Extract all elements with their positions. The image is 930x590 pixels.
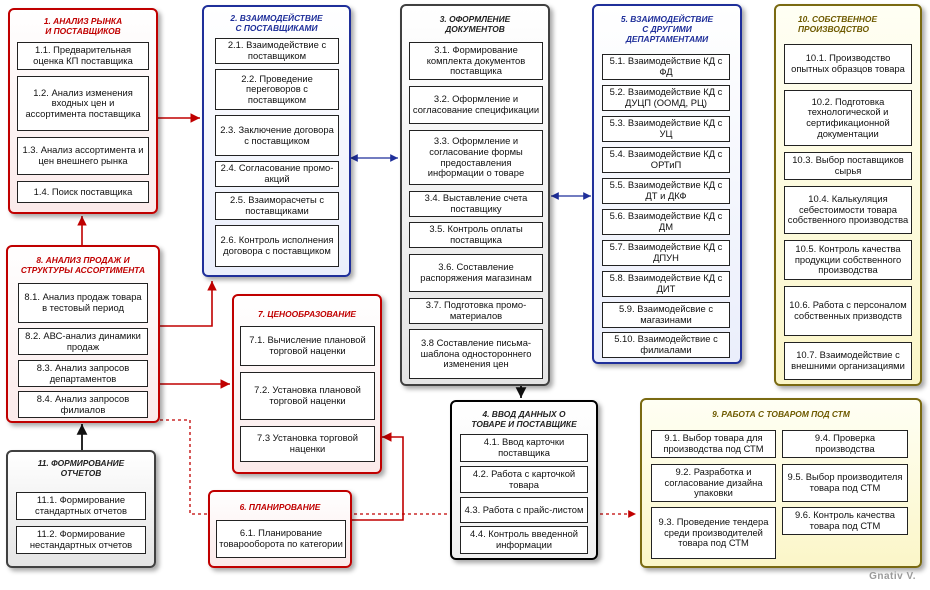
group-title: 11. ФОРМИРОВАНИЕ ОТЧЕТОВ <box>37 458 125 478</box>
step-5-6: 5.6. Взаимодействие КД с ДМ <box>602 209 730 235</box>
step-2-6: 2.6. Контроль исполнения договора с пост… <box>215 225 339 267</box>
group-5-departments: 5. ВЗАИМОДЕЙСТВИЕ С ДРУГИМИ ДЕПАРТАМЕНТА… <box>592 4 742 364</box>
group-7-pricing: 7. ЦЕНООБРАЗОВАНИЕ 7.1. Вычисление плано… <box>232 294 382 474</box>
step-5-8: 5.8. Взаимодействие КД с ДИТ <box>602 271 730 297</box>
step-3-3: 3.3. Оформление и согласование формы пре… <box>409 130 543 185</box>
group-6-planning: 6. ПЛАНИРОВАНИЕ 6.1. Планирование товаро… <box>208 490 352 568</box>
step-4-1: 4.1. Ввод карточки поставщика <box>460 434 588 462</box>
group-title: 4. ВВОД ДАННЫХ О ТОВАРЕ И ПОСТАВЩИКЕ <box>471 409 577 429</box>
step-2-1: 2.1. Взаимодействие с поставщиком <box>215 38 339 64</box>
step-5-10: 5.10. Взаимодействие с филиалами <box>602 332 730 358</box>
group-title: 1. АНАЛИЗ РЫНКА И ПОСТАВЩИКОВ <box>43 16 123 36</box>
group-title: 3. ОФОРМЛЕНИЕ ДОКУМЕНТОВ <box>439 14 511 34</box>
step-9-1: 9.1. Выбор товара для производства под С… <box>651 430 776 458</box>
group-3-documents: 3. ОФОРМЛЕНИЕ ДОКУМЕНТОВ 3.1. Формирован… <box>400 4 550 386</box>
step-7-2: 7.2. Установка плановой торговой наценки <box>240 372 375 420</box>
group-11-reports: 11. ФОРМИРОВАНИЕ ОТЧЕТОВ 11.1. Формирова… <box>6 450 156 568</box>
group-title: 6. ПЛАНИРОВАНИЕ <box>239 502 321 512</box>
step-2-2: 2.2. Проведение переговоров с поставщико… <box>215 69 339 110</box>
step-9-2: 9.2. Разработка и согласование дизайна у… <box>651 464 776 502</box>
step-10-2: 10.2. Подготовка технологической и серти… <box>784 90 912 146</box>
group-10-own-production: 10. СОБСТВЕННОЕ ПРОИЗВОДСТВО 10.1. Произ… <box>774 4 922 386</box>
step-9-6: 9.6. Контроль качества товара под СТМ <box>782 507 908 535</box>
step-8-2: 8.2. АВС-анализ динамики продаж <box>18 328 148 355</box>
arrow-8-to-9 <box>160 419 636 518</box>
step-3-4: 3.4. Выставление счета поставщику <box>409 191 543 217</box>
step-5-3: 5.3. Взаимодействие КД с УЦ <box>602 116 730 142</box>
step-3-1: 3.1. Формирование комплекта документов п… <box>409 42 543 80</box>
step-4-4: 4.4. Контроль введенной информации <box>460 526 588 554</box>
step-5-7: 5.7. Взаимодействие КД с ДПУН <box>602 240 730 266</box>
group-title: 9. РАБОТА С ТОВАРОМ ПОД СТМ <box>712 409 850 419</box>
group-title: 7. ЦЕНООБРАЗОВАНИЕ <box>258 309 356 319</box>
group-title: 2. ВЗАИМОДЕЙСТВИЕ С ПОСТАВЩИКАМИ <box>230 13 323 33</box>
step-4-2: 4.2. Работа с карточкой товара <box>460 466 588 493</box>
group-title: 8. АНАЛИЗ ПРОДАЖ И СТРУКТУРЫ АССОРТИМЕНТ… <box>20 255 146 275</box>
step-2-5: 2.5. Взаиморасчеты с поставщиками <box>215 192 339 220</box>
step-8-1: 8.1. Анализ продаж товара в тестовый пер… <box>18 283 148 323</box>
step-5-2: 5.2. Взаимодействие КД с ДУЦП (ООМД, РЦ) <box>602 85 730 111</box>
step-1-1: 1.1. Предварительная оценка КП поставщик… <box>17 42 149 70</box>
step-5-9: 5.9. Взаимодейсвие с магазинами <box>602 302 730 328</box>
step-3-2: 3.2. Оформление и согласование специфика… <box>409 86 543 124</box>
step-7-3: 7.3 Установка торговой наценки <box>240 426 375 462</box>
step-8-4: 8.4. Анализ запросов филиалов <box>18 391 148 418</box>
step-3-5: 3.5. Контроль оплаты поставщика <box>409 222 543 248</box>
group-title: 5. ВЗАИМОДЕЙСТВИЕ С ДРУГИМИ ДЕПАРТАМЕНТА… <box>620 14 714 44</box>
step-3-6: 3.6. Составление распоряжения магазинам <box>409 254 543 292</box>
step-10-3: 10.3. Выбор поставщиков сырья <box>784 152 912 180</box>
step-1-2: 1.2. Анализ изменения входных цен и ассо… <box>17 76 149 131</box>
step-8-3: 8.3. Анализ запросов департаментов <box>18 360 148 387</box>
step-10-1: 10.1. Производство опытных образцов това… <box>784 44 912 84</box>
step-9-3: 9.3. Проведение тендера среди производит… <box>651 507 776 559</box>
step-10-5: 10.5. Контроль качества продукции собств… <box>784 240 912 280</box>
step-11-1: 11.1. Формирование стандартных отчетов <box>16 492 146 520</box>
step-11-2: 11.2. Формирование нестандартных отчетов <box>16 526 146 554</box>
step-5-4: 5.4. Взаимодействие КД с ОРТиП <box>602 147 730 173</box>
step-2-4: 2.4. Согласование промо-акций <box>215 161 339 187</box>
step-3-8: 3.8 Составление письма-шаблона односторо… <box>409 329 543 379</box>
group-4-data-entry: 4. ВВОД ДАННЫХ О ТОВАРЕ И ПОСТАВЩИКЕ 4.1… <box>450 400 598 560</box>
group-2-supplier-interaction: 2. ВЗАИМОДЕЙСТВИЕ С ПОСТАВЩИКАМИ 2.1. Вз… <box>202 5 351 277</box>
step-4-3: 4.3. Работа с прайс-листом <box>460 497 588 523</box>
author-signature: Gnativ V. <box>869 571 916 582</box>
group-8-sales-analysis: 8. АНАЛИЗ ПРОДАЖ И СТРУКТУРЫ АССОРТИМЕНТ… <box>6 245 160 423</box>
step-9-5: 9.5. Выбор производителя товара под СТМ <box>782 464 908 502</box>
arrow-6-to-7 <box>350 432 404 521</box>
step-2-3: 2.3. Заключение договора с поставщиком <box>215 115 339 156</box>
step-7-1: 7.1. Вычисление плановой торговой наценк… <box>240 326 375 366</box>
step-9-4: 9.4. Проверка производства <box>782 430 908 458</box>
step-5-1: 5.1. Взаимодействие КД с ФД <box>602 54 730 80</box>
step-10-4: 10.4. Калькуляция себестоимости товара с… <box>784 186 912 234</box>
step-1-4: 1.4. Поиск поставщика <box>17 181 149 203</box>
step-5-5: 5.5. Взаимодействие КД с ДТ и ДКФ <box>602 178 730 204</box>
step-10-6: 10.6. Работа с персоналом собственных пр… <box>784 286 912 336</box>
group-9-private-label: 9. РАБОТА С ТОВАРОМ ПОД СТМ 9.1. Выбор т… <box>640 398 922 568</box>
step-3-7: 3.7. Подготовка промо-материалов <box>409 298 543 324</box>
group-1-market-analysis: 1. АНАЛИЗ РЫНКА И ПОСТАВЩИКОВ 1.1. Предв… <box>8 8 158 214</box>
step-1-3: 1.3. Анализ ассортимента и цен внешнего … <box>17 137 149 175</box>
step-6-1: 6.1. Планирование товарооборота по катег… <box>216 520 346 558</box>
arrow-8-to-2 <box>160 281 217 327</box>
group-title: 10. СОБСТВЕННОЕ ПРОИЗВОДСТВО <box>798 14 878 34</box>
step-10-7: 10.7. Взаимодействие с внешними организа… <box>784 342 912 380</box>
